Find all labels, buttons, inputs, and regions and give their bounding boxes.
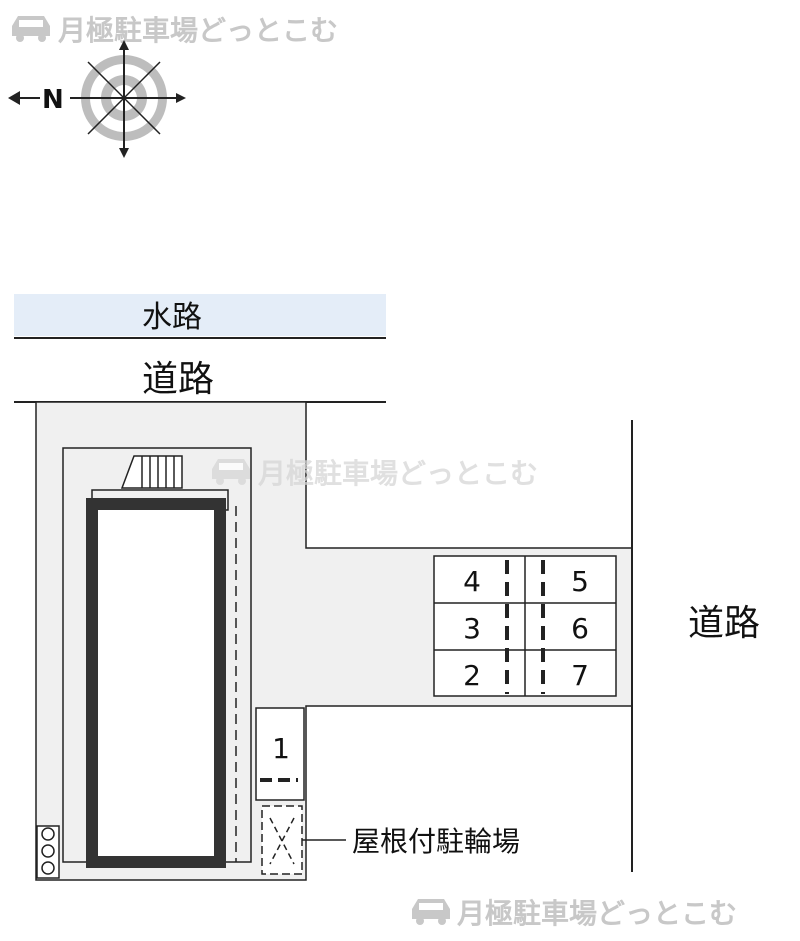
building-main: [86, 498, 226, 868]
watermark-top: 月極駐車場どっとこむ: [12, 14, 338, 47]
car-icon: [412, 899, 450, 925]
compass-rose-icon: [8, 40, 186, 158]
bicycle-parking-label: 屋根付駐輪場: [352, 825, 520, 858]
parking-space-label-5: 5: [571, 565, 589, 598]
parking-space-label-6: 6: [571, 612, 589, 645]
car-icon: [212, 459, 250, 485]
car-icon: [12, 16, 50, 42]
bicycle-parking: [261, 805, 303, 875]
watermark-middle: 月極駐車場どっとこむ: [212, 457, 538, 490]
parking-space-label-4: 4: [463, 565, 481, 598]
parking-space-label-2: 2: [463, 659, 481, 692]
parking-space-label-7: 7: [571, 659, 589, 692]
meter-icon: [36, 825, 60, 879]
parking-space-label-1: 1: [272, 732, 290, 765]
parking-block: [433, 555, 617, 697]
parking-space-1: [255, 707, 305, 801]
waterway-band: [14, 294, 386, 336]
stairs-icon: [120, 455, 183, 489]
waterway-label: 水路: [142, 300, 202, 335]
parking-space-label-3: 3: [463, 612, 481, 645]
watermark-bottom: 月極駐車場どっとこむ: [412, 897, 737, 930]
road-right-label: 道路: [688, 603, 760, 644]
compass-north-label: N: [42, 85, 64, 115]
watermark-text: 月極駐車場どっとこむ: [57, 14, 338, 47]
watermark-text: 月極駐車場どっとこむ: [456, 897, 737, 930]
road-top-label: 道路: [142, 359, 214, 400]
watermark-text: 月極駐車場どっとこむ: [257, 457, 538, 490]
